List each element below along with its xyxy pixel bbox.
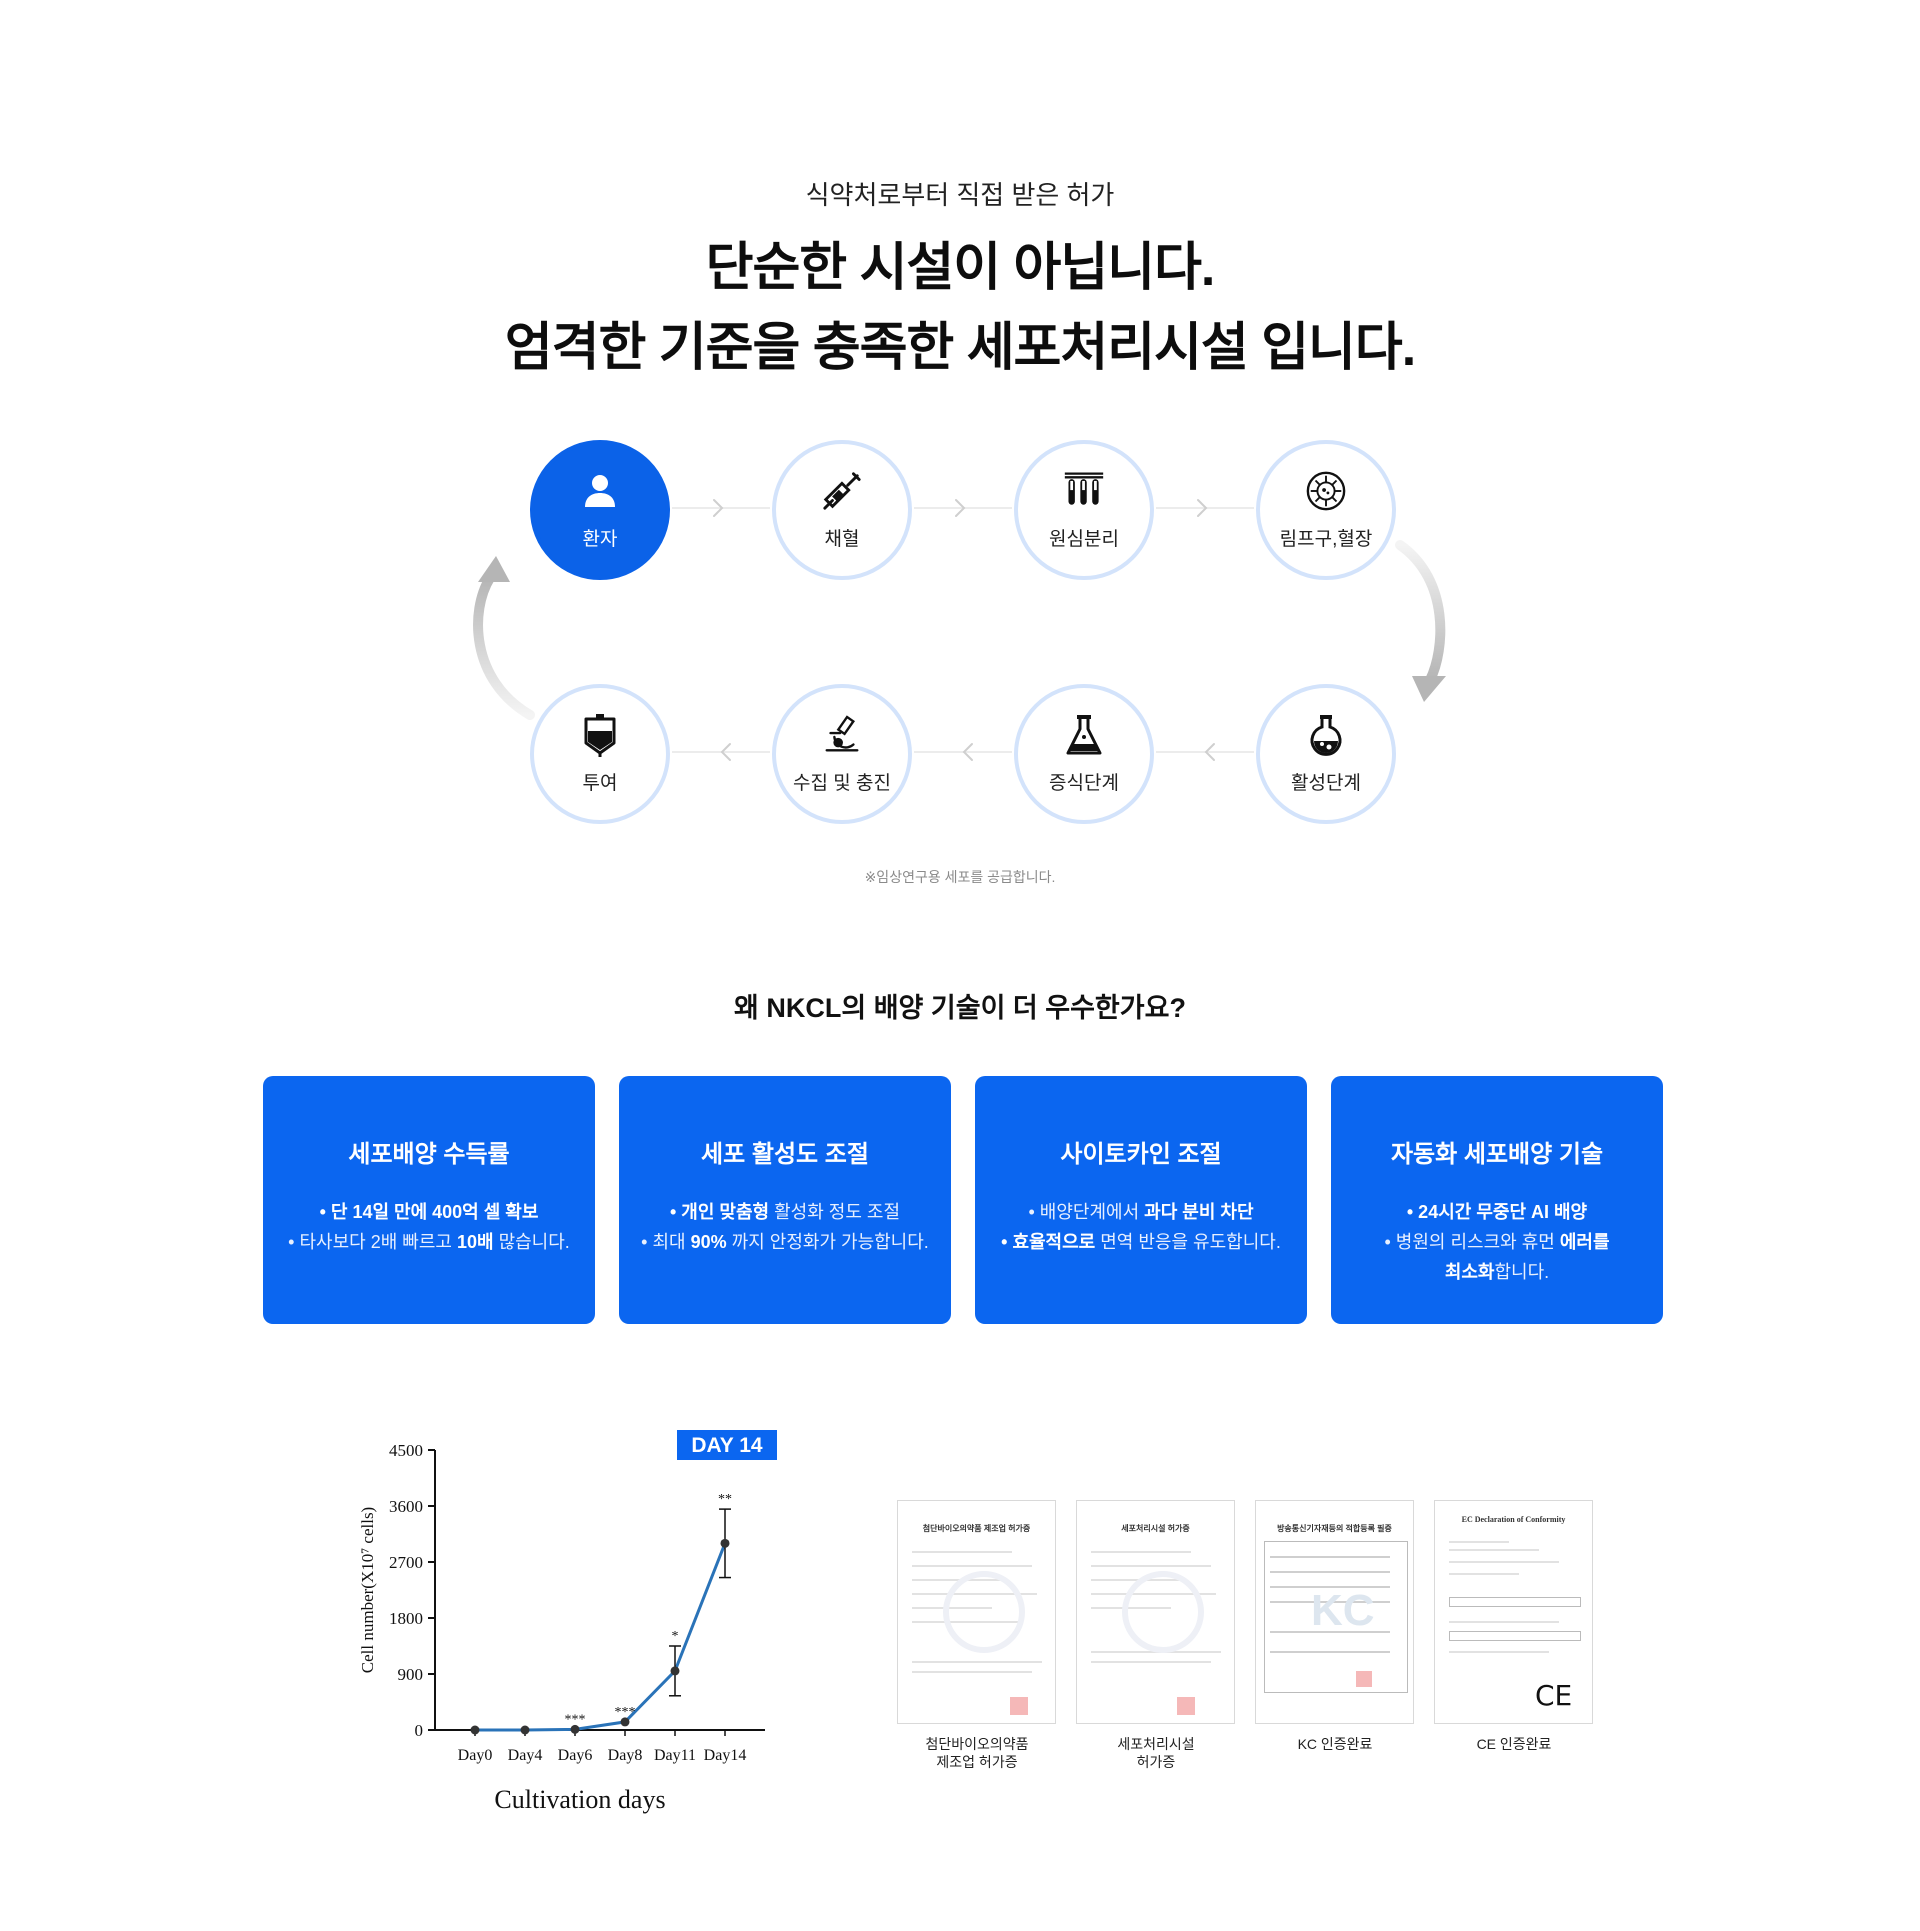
page-title-line1: 단순한 시설이 아닙니다. [705,239,1216,297]
card-line: • 병원의 리스크와 휴먼 에러를 [1384,1232,1610,1252]
card-line: • 최대 90% 까지 안정화가 가능합니다. [641,1232,929,1252]
y-tick-label: 1800 [389,1609,423,1628]
card-line: • 타사보다 2배 빠르고 10배 많습니다. [288,1232,570,1252]
y-tick-label: 4500 [389,1441,423,1460]
step-label: 채혈 [824,528,860,550]
data-point [720,1538,730,1548]
step-activation: 활성단계 [1256,684,1396,824]
seal-stamp [1356,1671,1372,1687]
ce-mark-icon: CE [1535,1679,1573,1712]
y-axis-label: Cell number(X10⁷ cells) [358,1507,377,1673]
x-tick-label: Day14 [704,1747,747,1764]
emblem-watermark [1122,1571,1204,1653]
data-point [670,1666,680,1676]
data-point [570,1724,580,1734]
doc-title: 첨단바이오의약품 제조업 허가증 [922,1524,1031,1533]
card-cytokine: 사이토카인 조절 • 배양단계에서 과다 분비 차단 • 효율적으로 면역 반응… [975,1076,1307,1324]
certificate-caption: CE 인증완료 [1476,1736,1552,1752]
syringe-icon [821,470,863,512]
day14-badge-label: DAY 14 [691,1434,763,1457]
card-line: • 24시간 무중단 AI 배양 [1406,1202,1588,1222]
section-subtitle: 식약처로부터 직접 받은 허가 [805,180,1115,210]
doc-title: 세포처리시설 허가증 [1121,1524,1190,1533]
person-icon [579,470,621,512]
card-title: 세포 활성도 조절 [701,1141,869,1168]
step-label: 원심분리 [1049,528,1119,550]
x-tick-label: Day0 [458,1747,493,1764]
card-title: 자동화 세포배양 기술 [1390,1141,1604,1168]
x-axis-label: Cultivation days [494,1785,665,1814]
data-point [520,1725,530,1735]
test-tubes-icon [1063,470,1105,512]
process-cycle-connectors [473,499,1446,761]
emblem-watermark [943,1571,1025,1653]
step-label: 림프구,혈장 [1279,528,1373,550]
microscope-icon [821,714,863,756]
day14-badge [677,1430,777,1460]
y-tick-label: 0 [415,1721,424,1740]
kc-watermark: KC [1311,1586,1375,1635]
certificate-ce: EC Declaration of Conformity CE [1434,1500,1593,1724]
x-tick-label: Day4 [508,1747,543,1764]
x-tick-label: Day6 [558,1747,593,1764]
card-line: • 개인 맞춤형 활성화 정도 조절 [669,1202,901,1222]
data-series-line [475,1542,727,1732]
card-activity: 세포 활성도 조절 • 개인 맞춤형 활성화 정도 조절 • 최대 90% 까지… [619,1076,951,1324]
significance-label: *** [565,1712,586,1727]
step-blood-draw: 채혈 [772,440,912,580]
x-tick-label: Day11 [654,1747,696,1764]
step-label: 환자 [582,528,618,550]
x-tick-label: Day8 [608,1747,643,1764]
card-line: • 단 14일 만에 400억 셀 확보 [319,1202,539,1222]
page-title-line2: 엄격한 기준을 충족한 세포처리시설 입니다. [504,319,1416,377]
certificate-cell-processing: 세포처리시설 허가증 [1076,1500,1235,1724]
significance-label: *** [615,1705,636,1720]
y-tick-label: 3600 [389,1497,423,1516]
card-line: • 배양단계에서 과다 분비 차단 [1028,1202,1254,1222]
footnote: ※임상연구용 세포를 공급합니다. [864,869,1056,885]
step-proliferation: 증식단계 [1014,684,1154,824]
step-label: 활성단계 [1291,772,1361,794]
card-title: 사이토카인 조절 [1060,1141,1222,1168]
card-line: • 효율적으로 면역 반응을 유도합니다. [1001,1232,1281,1252]
step-lymphocyte-plasma: 림프구,혈장 [1256,440,1396,580]
seal-stamp [1010,1697,1028,1715]
y-tick-label: 2700 [389,1553,423,1572]
step-centrifuge: 원심분리 [1014,440,1154,580]
form-table [1264,1541,1408,1693]
card-automation: 자동화 세포배양 기술 • 24시간 무중단 AI 배양 • 병원의 리스크와 … [1331,1076,1663,1324]
y-tick-label: 900 [398,1665,424,1684]
certificate-caption: KC 인증완료 [1297,1736,1373,1752]
why-heading: 왜 NKCL의 배양 기술이 더 우수한가요? [734,993,1186,1023]
step-label: 수집 및 충진 [793,772,891,794]
iv-bag-icon [579,713,621,757]
step-label: 증식단계 [1049,772,1119,794]
conical-flask-icon [1063,714,1105,756]
step-patient: 환자 [530,440,670,580]
data-point [470,1725,480,1735]
card-title: 세포배양 수득률 [348,1141,510,1168]
card-yield: 세포배양 수득률 • 단 14일 만에 400억 셀 확보 • 타사보다 2배 … [263,1076,595,1324]
certificate-bio-manufacturing: 첨단바이오의약품 제조업 허가증 [897,1500,1056,1724]
certificate-kc: 방송통신기자재등의 적합등록 필증 KC [1255,1500,1414,1724]
round-flask-icon [1305,714,1347,756]
step-label: 투여 [582,772,618,794]
card-line: 최소화합니다. [1444,1262,1550,1282]
step-collection-filling: 수집 및 충진 [772,684,912,824]
doc-title: EC Declaration of Conformity [1461,1515,1566,1524]
data-point [620,1717,630,1727]
significance-label: * [672,1629,679,1644]
cell-icon [1305,470,1347,512]
step-administration: 투여 [530,684,670,824]
doc-title: 방송통신기자재등의 적합등록 필증 [1277,1524,1392,1533]
significance-label: ** [718,1492,732,1507]
seal-stamp [1177,1697,1195,1715]
